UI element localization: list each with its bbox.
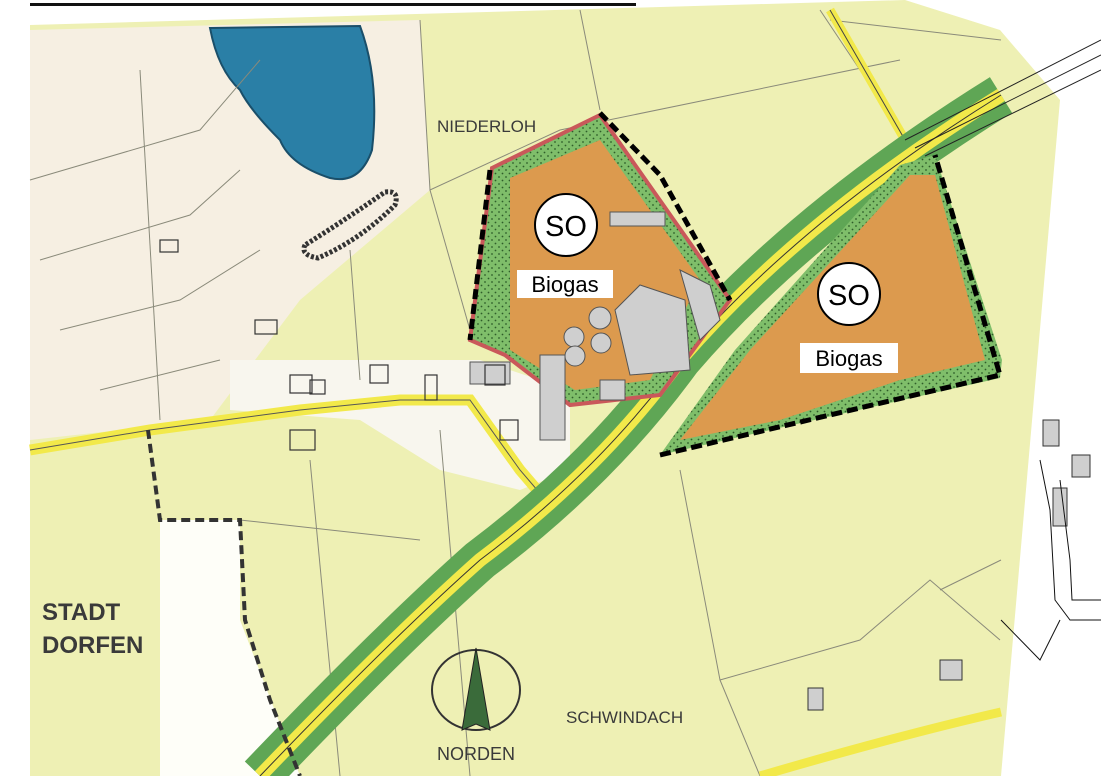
place-label-dorfen: DORFEN <box>42 632 143 659</box>
village-buildings-east <box>807 419 1091 711</box>
zone-west-use: Biogas <box>531 272 598 297</box>
oval-track <box>301 189 399 261</box>
zone-west-boundary <box>598 111 733 302</box>
place-label-niederloh: NIEDERLOH <box>437 117 536 136</box>
zone-west-buildings <box>469 211 721 441</box>
zone-east-badge: SO <box>817 262 881 326</box>
zone-east-use: Biogas <box>815 346 882 371</box>
zone-east-label-bg <box>800 343 898 373</box>
road-southeast <box>758 707 1002 776</box>
place-label-stadt: STADT <box>42 599 121 626</box>
zone-east-code: SO <box>828 280 870 312</box>
north-label: NORDEN <box>437 744 515 764</box>
north-arrow-icon <box>431 647 521 731</box>
village-buildings <box>159 239 519 451</box>
zone-west-badge: SO <box>534 193 598 257</box>
admin-boundary-stadt-dorfen <box>146 429 302 776</box>
village-area <box>230 360 570 490</box>
parcel-area-southwest <box>160 520 300 776</box>
place-label-schwindach: SCHWINDACH <box>566 708 683 727</box>
main-road-centerline <box>259 94 1002 776</box>
header-rule <box>30 3 636 6</box>
parcel-lines-east <box>1000 459 1101 661</box>
zone-west-boundary-west <box>467 169 493 341</box>
road-northeast-edge <box>829 9 906 141</box>
road-lines-east <box>904 39 1101 157</box>
zone-west-code: SO <box>545 211 587 243</box>
zone-west-label-bg <box>517 270 613 298</box>
zone-east-boundary <box>659 154 1004 458</box>
lake <box>208 24 376 181</box>
